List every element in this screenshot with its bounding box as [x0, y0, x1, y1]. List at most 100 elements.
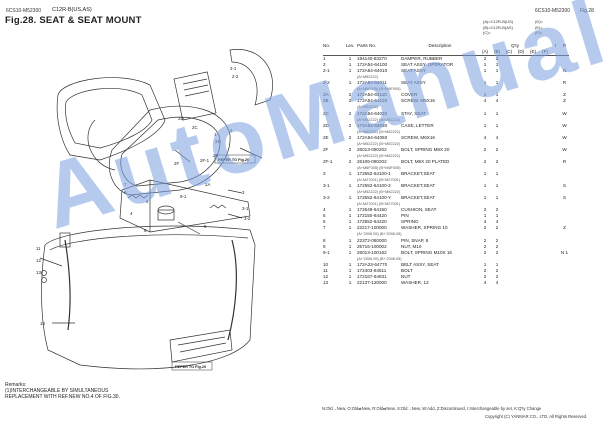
- row-description: WASHER, SPRING 10: [401, 225, 448, 231]
- row-qty-a: 1: [483, 62, 487, 68]
- row-note: (A+'2006.05) (B+'2006.05): [357, 232, 402, 237]
- row-qty-a: 1: [483, 122, 487, 128]
- row-no: 2: [323, 62, 326, 68]
- row-no: 10: [323, 261, 329, 267]
- callout-2f-1: 2F-1: [200, 158, 210, 163]
- row-lev: 1: [348, 183, 352, 189]
- seat-back-shape: [56, 77, 166, 161]
- row-note: (A+M27001) (B+M27001): [357, 202, 401, 207]
- variant-a: (A)=C12R-B(US): [483, 19, 514, 24]
- row-part-no: 172A54-64120: [357, 98, 388, 104]
- row-lev: 1: [348, 68, 352, 74]
- row-remark: W: [562, 134, 567, 140]
- row-no: 13: [323, 279, 329, 285]
- row-remark: S: [562, 195, 567, 201]
- header-left-code: 6CS10-M52300: [6, 8, 42, 14]
- remarks-block: Remarks: (1)INTERCHANGEABLE BY SIMULTANE…: [5, 382, 135, 400]
- row-remark: Z: [563, 92, 566, 98]
- row-part-no: 26013-080202: [357, 146, 387, 152]
- callout-8: 8: [144, 228, 147, 233]
- row-description: SEAT ASSY: [401, 80, 426, 86]
- row-remark: N: [562, 68, 567, 74]
- row-lev: 1: [348, 237, 352, 243]
- row-description: WASHER, 12: [401, 279, 429, 285]
- row-description: BELT ASSY, SEAT: [401, 261, 439, 267]
- row-description: BOLT, SPRING M8X 20: [401, 146, 450, 152]
- row-description: COVER: [401, 92, 418, 98]
- refer-bottom-label: REFER TO Fig.20: [175, 365, 206, 369]
- row-qty-b: 1: [495, 170, 499, 176]
- row-part-no: 172167-64831: [357, 273, 387, 279]
- row-qty-a: 4: [483, 98, 487, 104]
- row-lev: 1: [348, 249, 352, 255]
- row-description: SCREW, M5X16: [401, 98, 435, 104]
- row-no: 2-2: [323, 80, 330, 86]
- row-no: 2F-1: [323, 158, 333, 164]
- callout-6: 6: [146, 199, 149, 204]
- row-qty-a: 2: [483, 249, 487, 255]
- row-description: PIN, SNAP, 8: [401, 237, 429, 243]
- callout-3: 3: [242, 190, 245, 195]
- callout-2e: 2E: [215, 139, 220, 144]
- row-description: DAMPER, RUBBER: [401, 56, 443, 62]
- row-remark: S: [562, 183, 567, 189]
- row-lev: 1: [348, 207, 352, 213]
- row-qty-a: 1: [483, 68, 487, 74]
- row-qty-b: 1: [495, 122, 499, 128]
- row-description: SEAT ASSY: [401, 68, 426, 74]
- row-lev: 1: [348, 279, 352, 285]
- row-no: 9-1: [323, 249, 330, 255]
- refer-top-label: REFER TO Fig.20: [218, 158, 249, 162]
- col-desc: Description: [428, 43, 452, 48]
- row-qty-a: 4: [483, 134, 487, 140]
- variant-c: (C)=: [483, 30, 491, 35]
- callout-2d: 2D: [178, 116, 184, 121]
- row-no: 2C: [323, 110, 329, 116]
- callout-2-2: 2-2: [232, 74, 239, 79]
- row-lev: 1: [348, 170, 352, 176]
- row-description: SEAT ASSY, OPERATOR: [401, 62, 454, 68]
- row-qty-b: 1: [495, 80, 499, 86]
- row-lev: 2: [348, 146, 352, 152]
- row-qty-a: 2: [483, 146, 487, 152]
- row-description: BOLT, M8X 20 PLATED: [401, 158, 450, 164]
- col-qty-d: (D): [517, 49, 525, 55]
- row-qty-a: 2: [483, 158, 487, 164]
- row-part-no: 172A54-64050: [357, 134, 388, 140]
- callout-9-1: 9-1: [180, 194, 187, 199]
- callout-12: 12: [36, 258, 41, 263]
- remarks-title: Remarks:: [5, 382, 27, 388]
- row-lev: 2: [348, 134, 352, 140]
- row-description: SPRING: [401, 219, 419, 225]
- row-qty-a: 1: [483, 80, 487, 86]
- row-note: (A+M52222) (B+M52222): [357, 190, 401, 195]
- row-note: (A+M6F005) (B+M6F005): [357, 87, 401, 92]
- row-description: BRACKET,SEAT: [401, 183, 436, 189]
- row-note: (A+M52222): [357, 75, 378, 80]
- row-lev: 1: [348, 62, 352, 68]
- row-no: 2D: [323, 122, 329, 128]
- row-qty-b: 1: [495, 68, 499, 74]
- row-no: 11: [323, 267, 328, 273]
- row-no: 4: [323, 207, 326, 213]
- row-no: 2B: [323, 98, 329, 104]
- row-no: 2F: [323, 146, 329, 152]
- row-qty-b: 2: [495, 158, 499, 164]
- table-header-row: No. Lev. Parts No. Description Q'ty I R: [323, 43, 569, 49]
- callout-2c: 2C: [192, 125, 198, 130]
- row-description: STAY, SEAT: [401, 110, 426, 116]
- row-note: (A+M52222): [357, 105, 378, 110]
- row-remark: W: [562, 146, 567, 152]
- row-note: (A+M27001) (B+M27001): [357, 178, 401, 183]
- row-remark: W: [562, 122, 567, 128]
